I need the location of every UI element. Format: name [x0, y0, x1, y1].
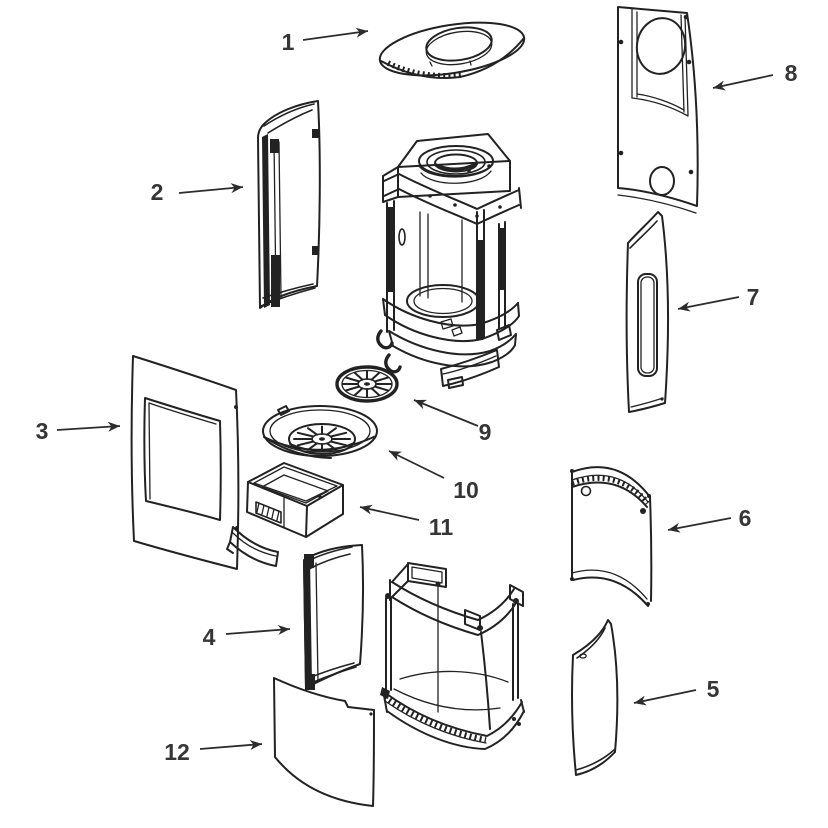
part-upper-side-panel-left-drawing [257, 100, 321, 309]
callout-label-2: 2 [151, 179, 164, 205]
callout-label-4: 4 [203, 624, 216, 650]
callout-arrow-1 [302, 27, 369, 41]
part-rear-lower-panel-drawing [570, 466, 653, 607]
part-front-door-panel-drawing [130, 355, 240, 570]
part-door-bottom-trim-drawing [226, 526, 279, 567]
callout-arrow-7 [677, 296, 740, 312]
callout-label-8: 8 [785, 60, 798, 86]
callout-arrow-2 [178, 183, 244, 194]
part-lower-side-panel-left-drawing [303, 544, 365, 690]
callout-label-9: 9 [479, 419, 492, 445]
callout-arrow-10 [388, 450, 445, 479]
callout-label-5: 5 [707, 676, 720, 702]
part-rear-mid-panel-drawing [625, 211, 670, 413]
part-ash-pan-drawing [246, 462, 344, 538]
callout-arrow-11 [359, 504, 420, 521]
part-lower-side-panel-right-drawing [571, 619, 619, 776]
callout-labels: 1 2 3 4 5 6 7 8 9 10 11 12 [36, 29, 798, 765]
callout-arrows [56, 27, 774, 750]
callout-label-7: 7 [747, 284, 760, 310]
callout-arrow-3 [56, 421, 121, 432]
callout-arrow-9 [413, 399, 479, 427]
callout-arrow-12 [199, 739, 263, 750]
callout-label-6: 6 [739, 505, 752, 531]
callout-arrow-6 [667, 517, 732, 533]
callout-label-1: 1 [282, 29, 295, 55]
callout-arrow-5 [633, 689, 697, 706]
part-rear-top-panel-drawing [617, 6, 699, 214]
callout-label-11: 11 [429, 514, 454, 540]
callout-label-12: 12 [164, 739, 190, 765]
part-firebox-body-drawing [376, 133, 522, 389]
callout-label-10: 10 [453, 477, 479, 503]
callout-arrow-4 [225, 624, 291, 635]
part-top-plate-drawing [378, 21, 526, 79]
part-round-grate-drawing [335, 365, 399, 403]
callout-label-3: 3 [36, 418, 49, 444]
part-bottom-front-panel-drawing [273, 677, 375, 807]
part-pedestal-base-drawing [380, 562, 525, 750]
callout-arrow-8 [712, 74, 774, 91]
part-oval-grate-plate-drawing [262, 405, 378, 459]
